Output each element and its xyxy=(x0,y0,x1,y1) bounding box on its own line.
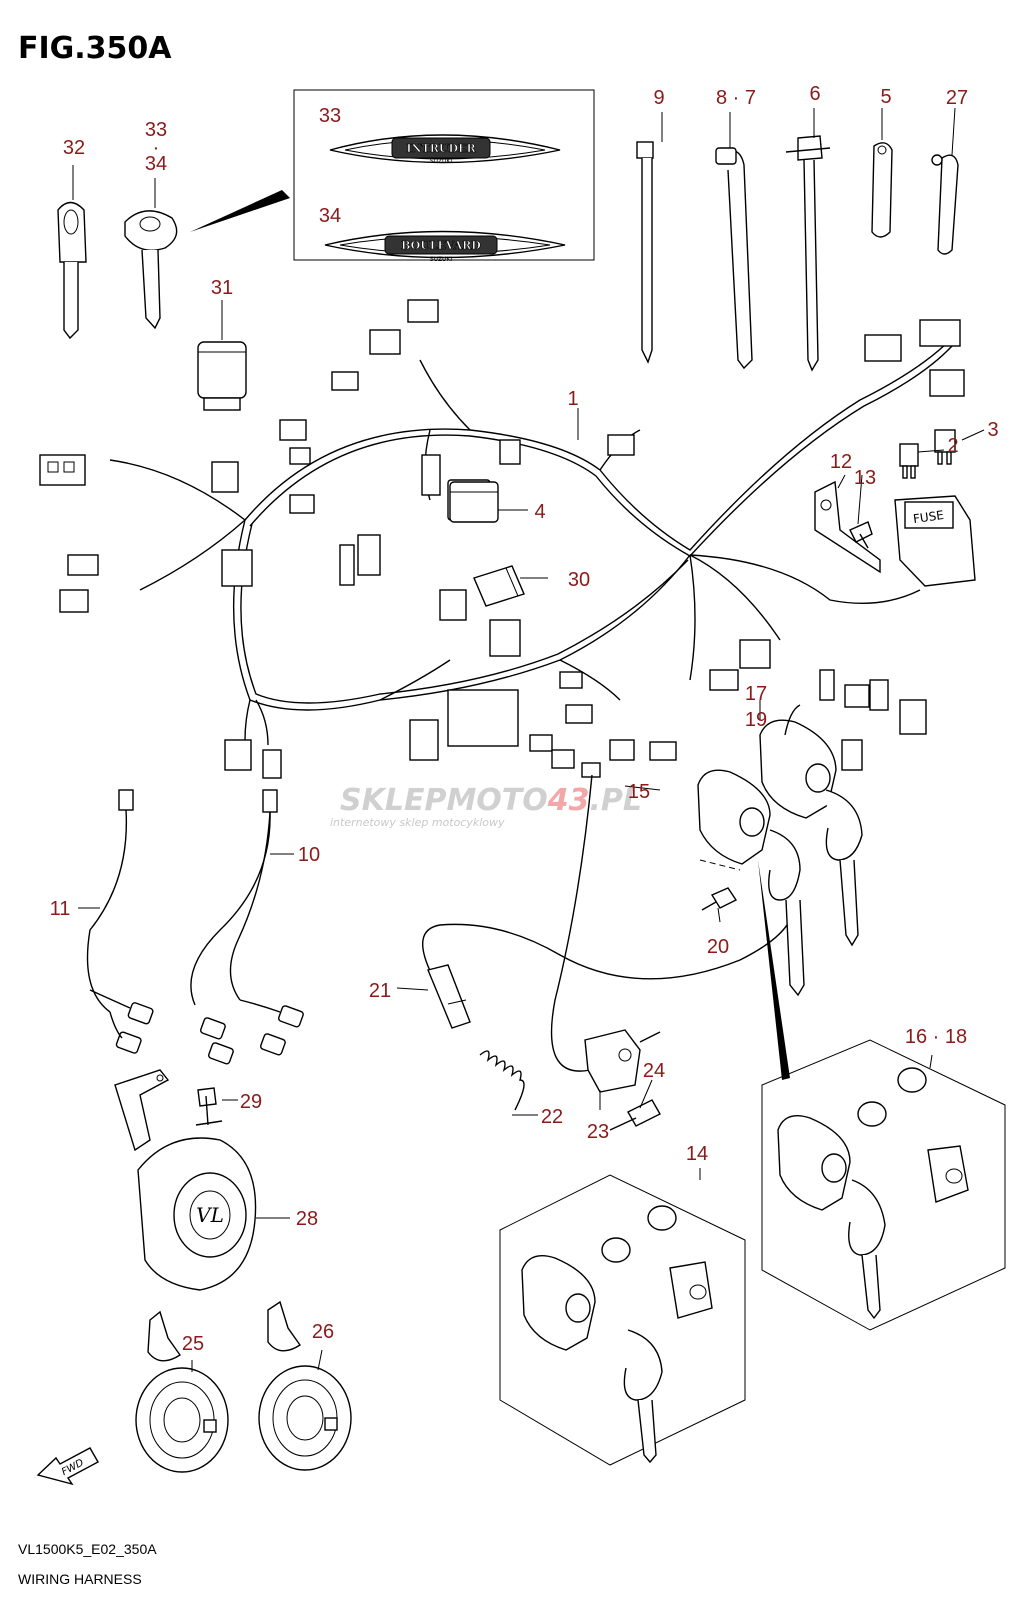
sensor-21 xyxy=(422,919,791,1029)
horn-bracket xyxy=(114,1069,170,1152)
callout-27: 27 xyxy=(946,87,968,109)
callout-4: 4 xyxy=(534,501,545,523)
switch-23 xyxy=(584,1029,661,1093)
footer-name: WIRING HARNESS xyxy=(18,1571,142,1587)
fuse-3 xyxy=(934,429,956,465)
callout-31: 31 xyxy=(211,277,233,299)
lock-set-15 xyxy=(697,769,805,997)
clamp-5 xyxy=(871,142,893,238)
callout-20: 20 xyxy=(707,936,729,958)
sub-harness-11 xyxy=(86,789,154,1054)
callout-25: 25 xyxy=(182,1333,204,1355)
callout-33-key: 33 xyxy=(145,119,167,141)
fuse-box-label: FUSE xyxy=(912,508,945,526)
emblem-boulevard: BOULEVARD SUZUKI xyxy=(324,230,566,263)
emblem-bottom-text: BOULEVARD xyxy=(401,239,481,252)
screw-13 xyxy=(849,521,873,549)
emblem-bottom-sub: SUZUKI xyxy=(430,256,453,263)
fwd-arrow-icon: FWD xyxy=(36,1447,99,1486)
horn-28: VL xyxy=(137,1137,257,1291)
callout-33-emblem: 33 xyxy=(319,105,341,127)
lock-set-17-19 xyxy=(759,704,863,947)
callout-15: 15 xyxy=(628,781,650,803)
emblem-box: INTRUDER SUZUKI BOULEVARD SUZUKI xyxy=(190,89,595,263)
bolt-29 xyxy=(195,1087,223,1126)
watermark: SKLEPMOTO43.PL internetowy sklep motocyk… xyxy=(330,783,642,829)
connector-30 xyxy=(473,565,525,607)
footer-code: VL1500K5_E02_350A xyxy=(18,1541,157,1557)
callouts: 1 2 3 4 5 6 8 · 7 9 10 11 12 13 14 15 16… xyxy=(50,83,999,1355)
figure-title: FIG.350A xyxy=(18,31,172,66)
relay-31 xyxy=(197,341,247,411)
callout-32: 32 xyxy=(63,137,85,159)
callout-26: 26 xyxy=(312,1321,334,1343)
callout-10: 10 xyxy=(298,844,320,866)
kit-pointer xyxy=(758,860,790,1080)
lock-kit-14 xyxy=(499,1174,746,1466)
callout-6: 6 xyxy=(809,83,820,105)
bracket-12 xyxy=(814,480,881,574)
callout-3: 3 xyxy=(987,419,998,441)
switch-wire xyxy=(550,774,593,1072)
callout-dot: · xyxy=(153,137,160,159)
callout-23: 23 xyxy=(587,1121,609,1143)
screw-24 xyxy=(609,1099,661,1131)
fuse-2 xyxy=(899,443,919,479)
watermark-tagline: internetowy sklep motocyklowy xyxy=(330,816,505,829)
callout-5: 5 xyxy=(880,86,891,108)
callout-21: 21 xyxy=(369,980,391,1002)
callout-8-7: 8 · 7 xyxy=(716,87,756,109)
horn-25 xyxy=(135,1310,229,1473)
callout-19: 19 xyxy=(745,709,767,731)
callout-1: 1 xyxy=(567,388,578,410)
emblem-intruder: INTRUDER SUZUKI xyxy=(329,134,561,165)
cable-tie-8-7 xyxy=(715,147,753,370)
callout-22: 22 xyxy=(541,1106,563,1128)
callout-12: 12 xyxy=(830,451,852,473)
cable-tie-9 xyxy=(636,141,654,364)
connector-4 xyxy=(449,481,499,523)
emblem-top-text: INTRUDER xyxy=(406,142,476,155)
fuse-box: FUSE xyxy=(894,495,976,587)
callout-30: 30 xyxy=(568,569,590,591)
clamp-27 xyxy=(931,154,959,255)
callout-11: 11 xyxy=(50,898,71,920)
callout-34-emblem: 34 xyxy=(319,205,341,227)
horn-badge: VL xyxy=(196,1203,224,1227)
screw-20 xyxy=(701,887,738,911)
callout-2: 2 xyxy=(947,435,958,457)
emblem-top-sub: SUZUKI xyxy=(430,158,453,165)
callout-28: 28 xyxy=(296,1208,318,1230)
callout-34-key: 34 xyxy=(145,153,167,175)
watermark-brand: SKLEPMOTO43.PL xyxy=(340,783,642,818)
leader-lines xyxy=(72,107,985,1372)
callout-29: 29 xyxy=(240,1091,262,1113)
spring-22 xyxy=(479,1050,525,1111)
callout-16-18: 16 · 18 xyxy=(905,1026,967,1048)
callout-9: 9 xyxy=(653,87,664,109)
cable-tie-6 xyxy=(785,135,831,372)
callout-13: 13 xyxy=(854,467,876,489)
horn-26 xyxy=(258,1300,352,1471)
callout-14: 14 xyxy=(686,1143,708,1165)
harness-connectors xyxy=(39,299,965,779)
lock-kit-16-18 xyxy=(761,1039,1006,1331)
sub-harness-10 xyxy=(190,789,304,1065)
callout-24: 24 xyxy=(643,1060,665,1082)
key-32 xyxy=(57,201,87,340)
callout-17: 17 xyxy=(745,683,767,705)
key-34 xyxy=(124,210,178,330)
